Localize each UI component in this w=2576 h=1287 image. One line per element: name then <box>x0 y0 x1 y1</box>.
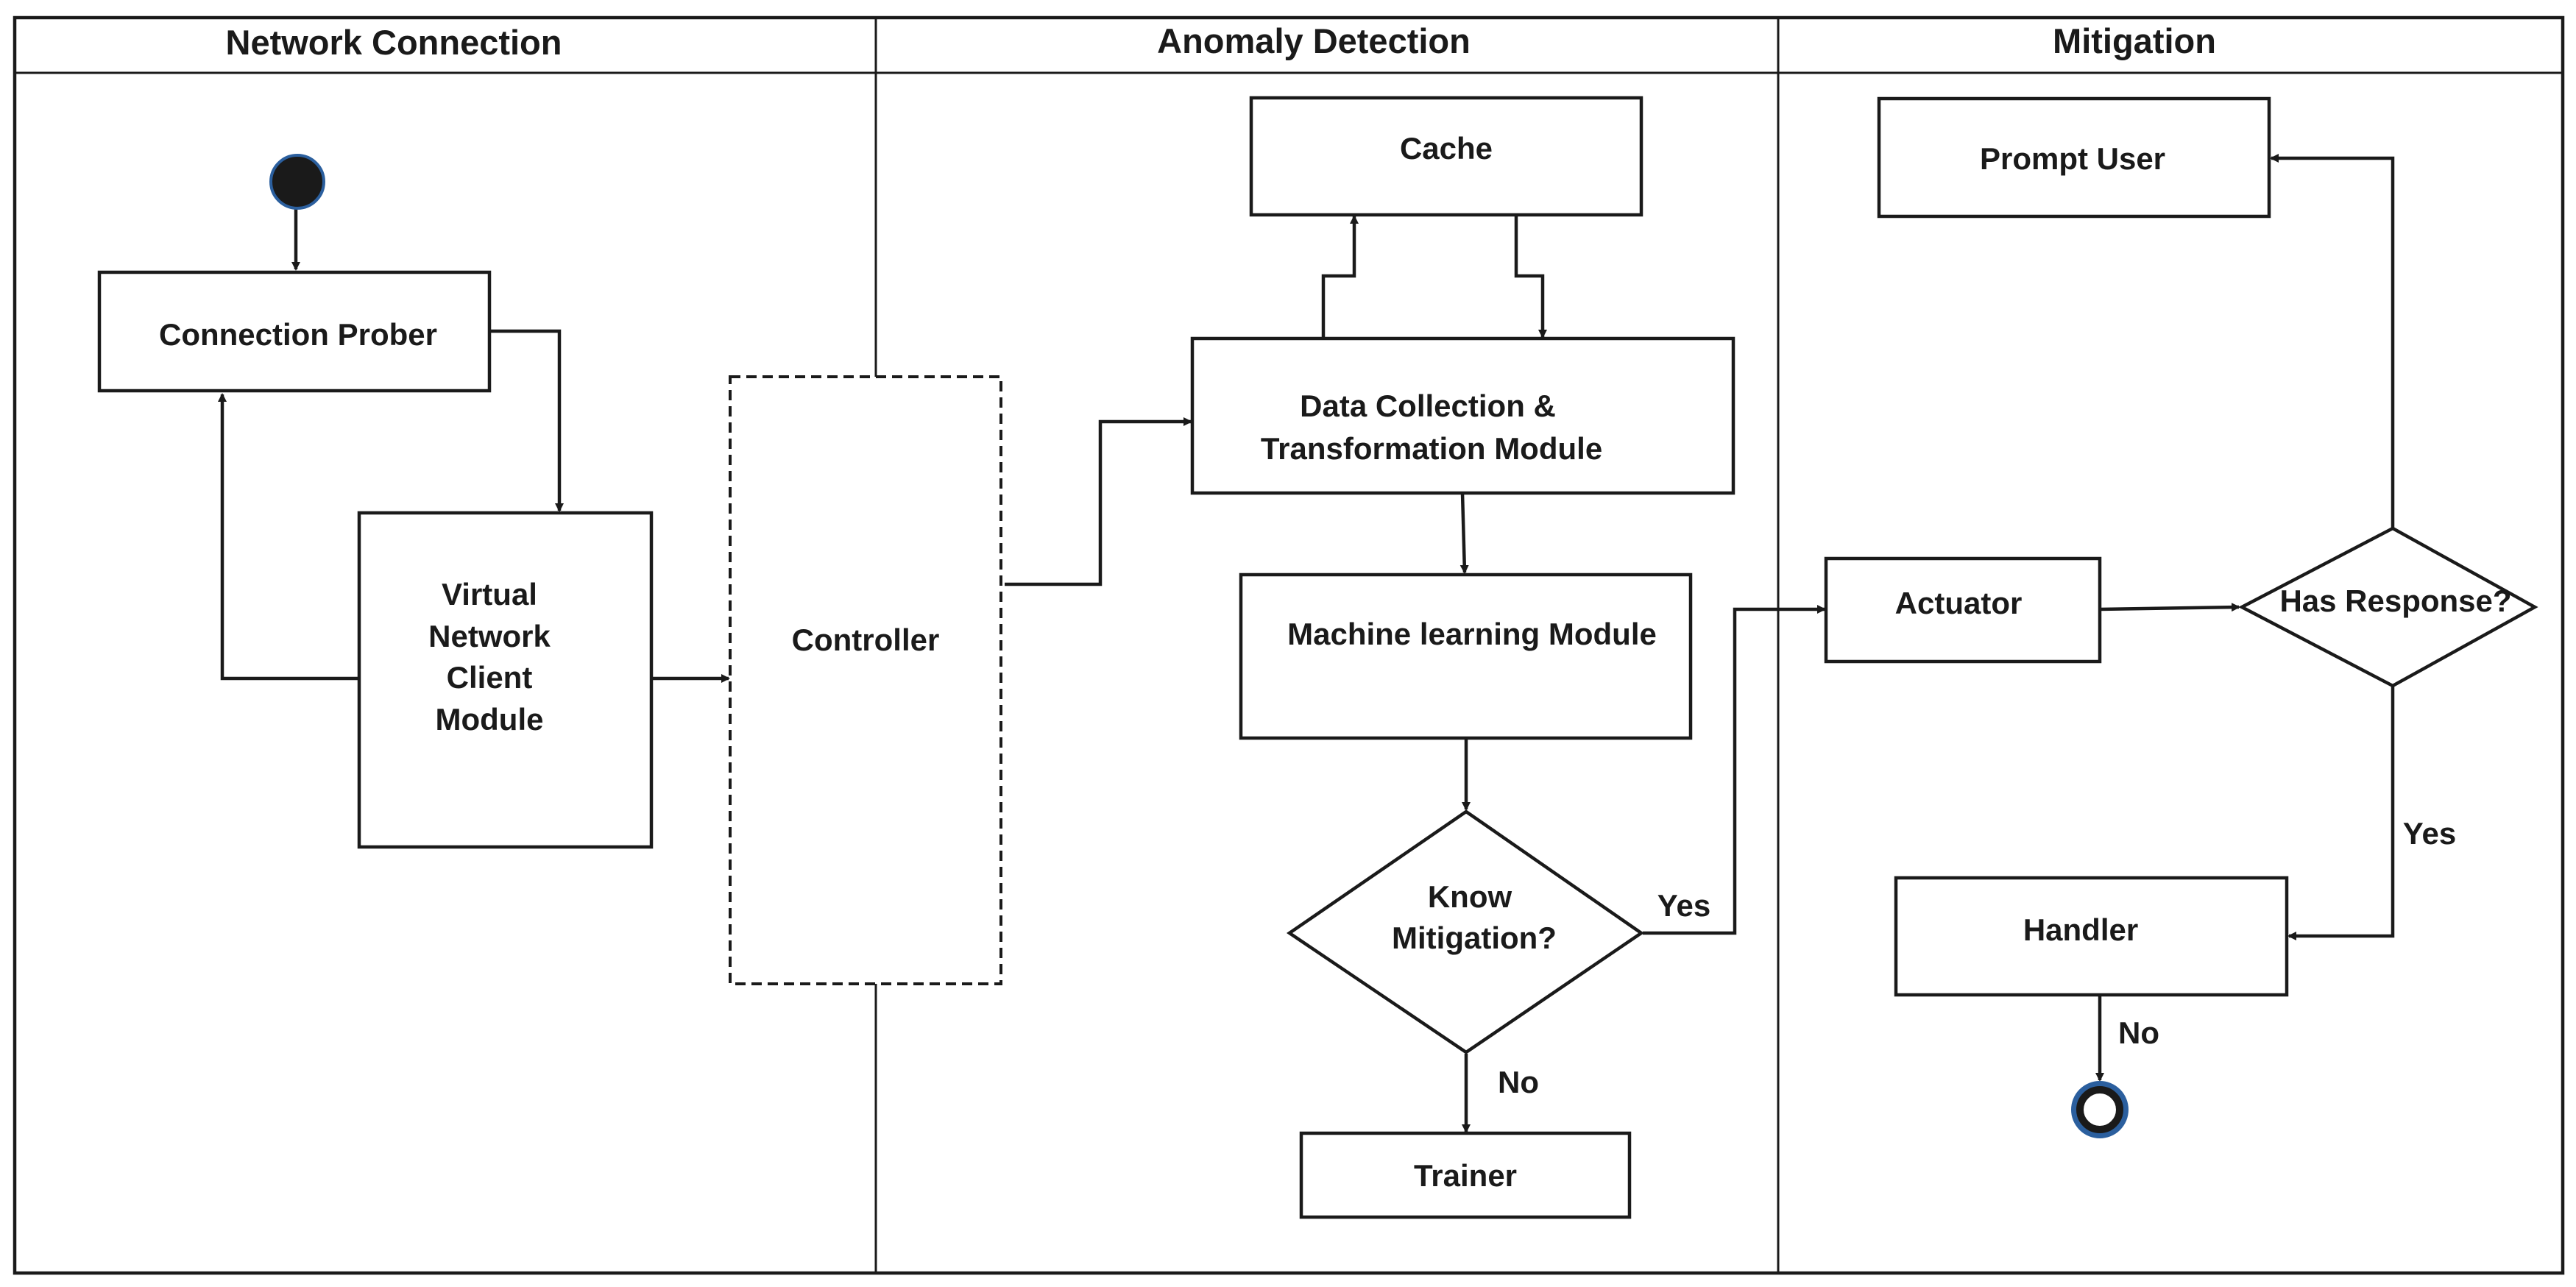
trainer-box <box>1299 1131 1632 1219</box>
edge-controller-to-data-collection <box>1005 417 1192 586</box>
handler-label: Handler <box>2023 912 2138 947</box>
edge-actuator-to-has-response <box>2099 603 2240 612</box>
actuator-box <box>1824 556 2102 664</box>
vnc-label-line-2: Network <box>428 619 551 653</box>
lane-title-anomaly-detection: Anomaly Detection <box>1157 21 1471 60</box>
machine-learning-box <box>1239 572 1693 740</box>
data-collection-label-line-1: Data Collection & <box>1300 389 1556 423</box>
edge-has-response-to-prompt-user <box>2270 154 2395 528</box>
virtual-network-client-box <box>357 511 654 849</box>
connection-prober-box <box>97 270 492 393</box>
trainer-label: Trainer <box>1414 1158 1517 1193</box>
start-node <box>269 154 325 210</box>
data-collection-label-line-2: Transformation Module <box>1261 431 1602 466</box>
edge-know-mitigation-yes <box>1643 605 1826 935</box>
actuator-label: Actuator <box>1895 586 2023 620</box>
controller-box <box>729 375 1002 985</box>
handler-box <box>1894 876 2289 997</box>
prompt-user-label: Prompt User <box>1980 141 2165 176</box>
cache-label: Cache <box>1400 131 1493 166</box>
edge-vnc-to-prober <box>218 393 359 681</box>
has-response-label: Has Response? <box>2279 584 2511 618</box>
end-node-core <box>2076 1086 2123 1133</box>
edge-has-response-yes <box>2287 686 2395 940</box>
connection-prober-label: Connection Prober <box>159 317 437 352</box>
controller-label: Controller <box>792 623 940 657</box>
edge-cache-to-data-collection <box>1514 215 1547 338</box>
know-mitigation-yes-label: Yes <box>1657 888 1710 923</box>
data-collection-box <box>1190 336 1735 495</box>
edge-data-collection-to-cache <box>1321 215 1359 338</box>
edge-prober-to-vnc <box>489 329 564 512</box>
swimlane-frame <box>13 15 2565 1275</box>
know-mitigation-decision <box>1287 809 1644 1054</box>
know-mitigation-no-label: No <box>1498 1065 1539 1099</box>
lane-title-network-connection: Network Connection <box>226 23 562 62</box>
vnc-label-line-3: Client <box>447 660 533 695</box>
vnc-label-line-1: Virtual <box>442 577 537 611</box>
has-response-decision <box>2238 526 2538 688</box>
know-mitigation-label-line-1: Know <box>1428 879 1512 914</box>
handler-no-label: No <box>2118 1015 2159 1050</box>
prompt-user-box <box>1877 96 2271 219</box>
know-mitigation-label-line-2: Mitigation? <box>1392 921 1557 955</box>
vnc-label-line-4: Module <box>436 702 544 737</box>
machine-learning-label: Machine learning Module <box>1287 617 1657 651</box>
has-response-yes-label: Yes <box>2403 816 2456 851</box>
cache-box <box>1249 96 1643 217</box>
edge-data-collection-to-ml <box>1459 492 1469 574</box>
lane-title-mitigation: Mitigation <box>2053 21 2216 60</box>
